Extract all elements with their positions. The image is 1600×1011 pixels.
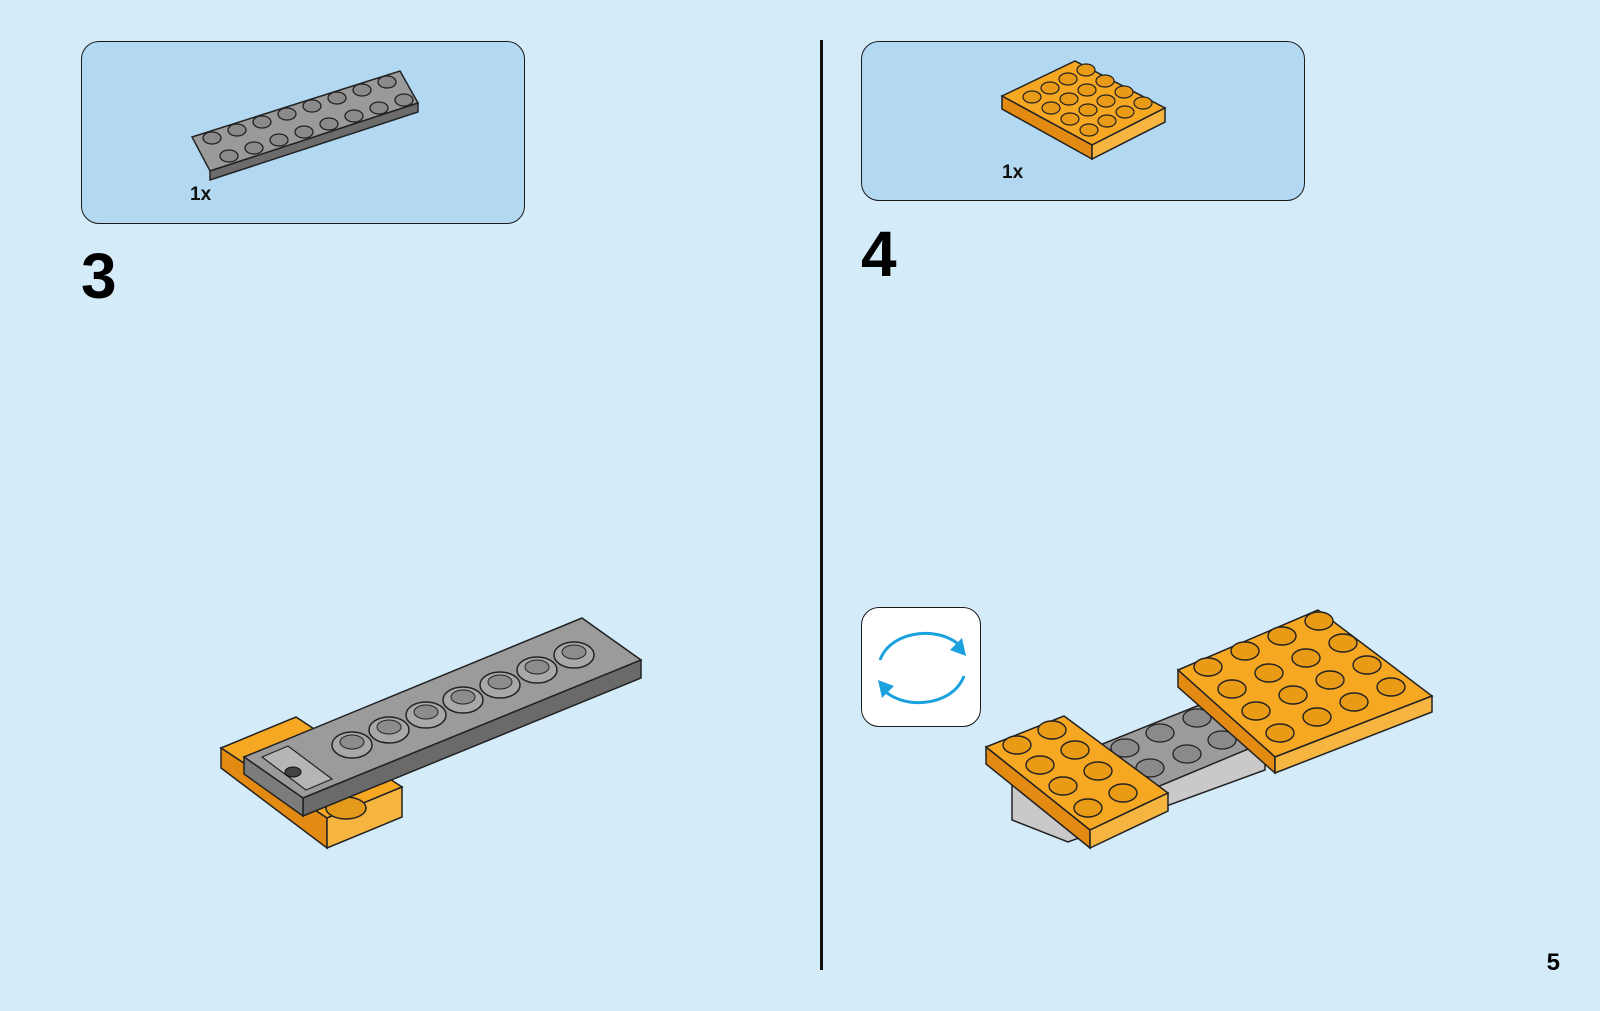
gray-plate-2x8-part — [82, 42, 526, 225]
orange-plate-4x4-part — [862, 42, 1306, 202]
page-number: 5 — [1547, 949, 1560, 977]
step-3-number: 3 — [81, 244, 117, 308]
part-quantity: 1x — [190, 184, 211, 206]
step-4-parts-box: 1x — [861, 41, 1305, 201]
step-4-assembly — [0, 0, 1, 1]
step-4-number: 4 — [861, 222, 897, 286]
rotate-arrows-icon — [862, 608, 982, 728]
page-divider — [820, 40, 823, 970]
part-quantity: 1x — [1002, 162, 1023, 184]
step-3-parts-box: 1x — [81, 41, 525, 224]
rotate-model-icon-box — [861, 607, 981, 727]
